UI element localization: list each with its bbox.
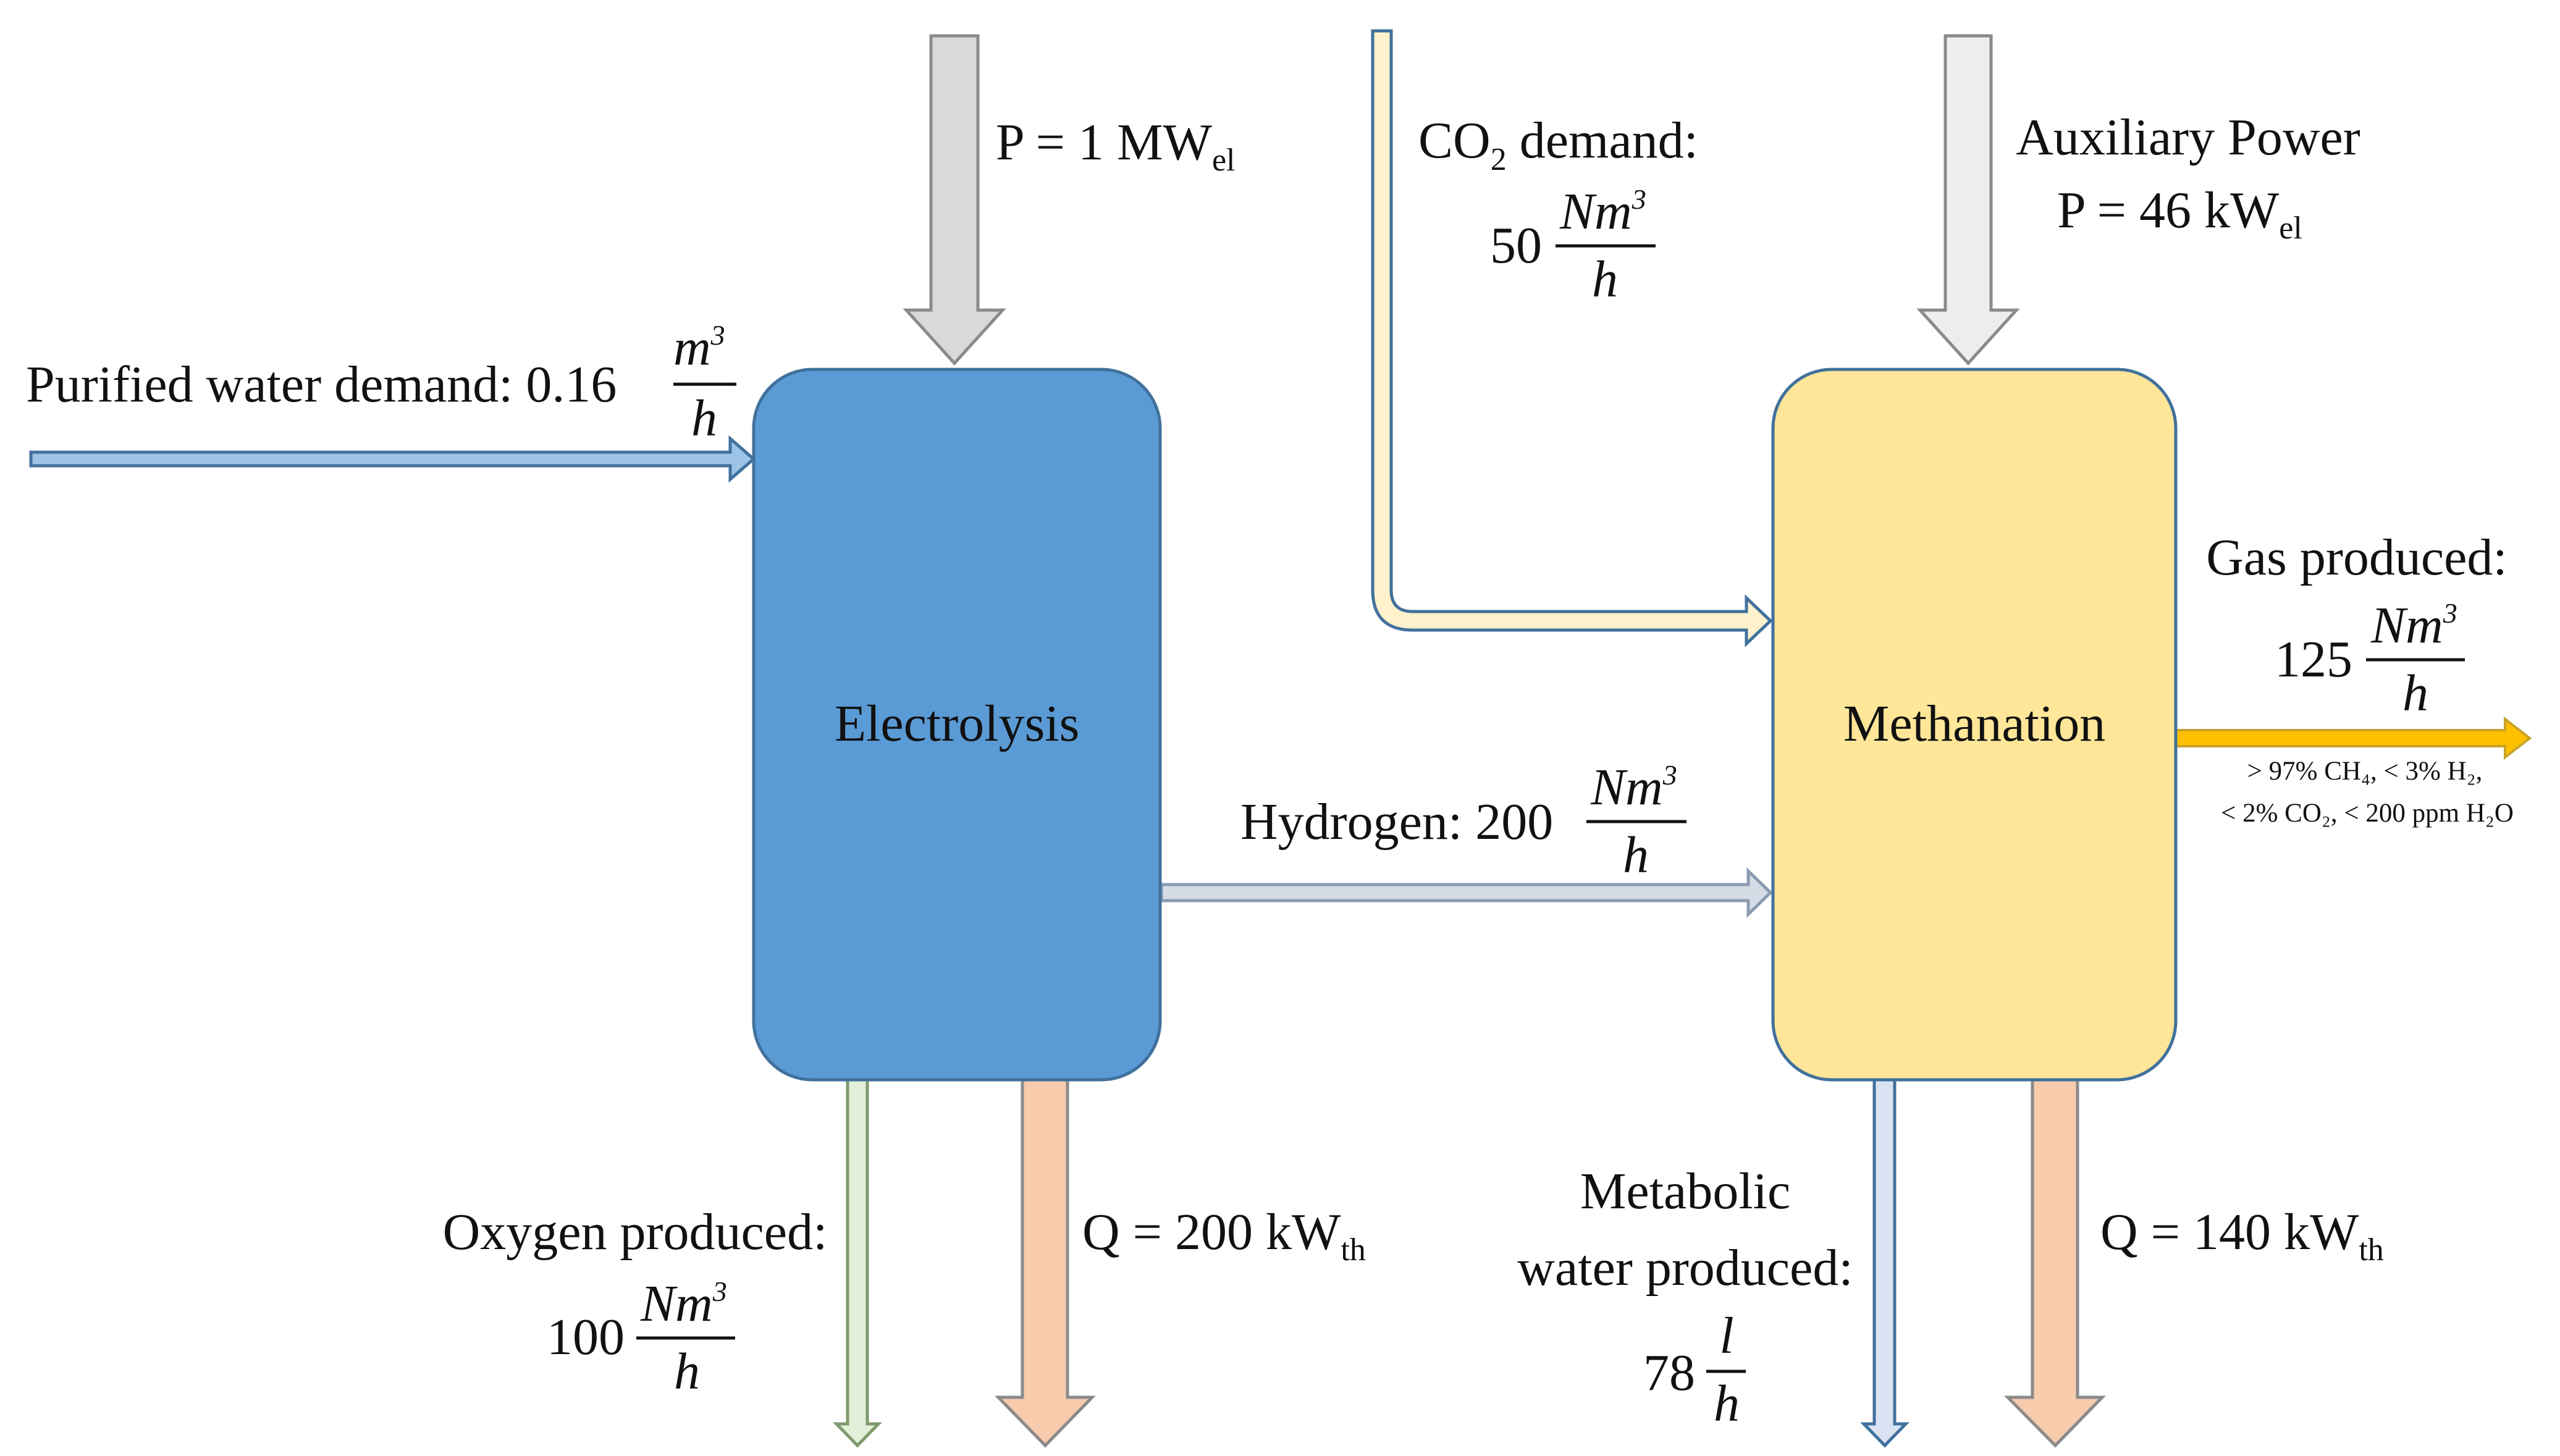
metabolic-unit-numerator: l (1719, 1307, 1733, 1365)
gas-produced-label: Gas produced: (2206, 529, 2507, 586)
power-input-arrow (903, 34, 1006, 366)
co2-unit-numerator: Nm3 (1559, 183, 1646, 240)
hydrogen-arrow (1160, 867, 1773, 918)
oxygen-unit-denominator: h (674, 1343, 700, 1400)
electrolysis-label: Electrolysis (835, 695, 1080, 752)
water-unit-numerator: m3 (673, 319, 725, 376)
electrolysis-block (752, 368, 1162, 1082)
auxiliary-power-arrow (1916, 34, 2020, 366)
heat-methanation-arrow (2004, 1078, 2106, 1448)
metabolic-water-arrow (1860, 1078, 1909, 1448)
co2-demand-label: CO2 demand: (1418, 112, 1698, 177)
oxygen-unit-numerator: Nm3 (640, 1275, 727, 1332)
gas-unit-denominator: h (2402, 665, 2428, 722)
water-unit-denominator: h (691, 390, 717, 447)
heat-methanation-label: Q = 140 kWth (2100, 1203, 2384, 1268)
metabolic-water-title: Metabolic (1580, 1163, 1791, 1220)
oxygen-value: 100 (547, 1308, 625, 1366)
co2-unit-denominator: h (1592, 251, 1618, 308)
water-input-arrow (29, 435, 756, 483)
gas-unit-numerator: Nm3 (2370, 597, 2457, 654)
gas-composition-line1: > 97% CH₄, < 3% H₂, (2247, 757, 2483, 786)
hydrogen-label: Hydrogen: 200 (1240, 793, 1553, 851)
heat-electrolysis-arrow (995, 1078, 1096, 1448)
metabolic-water-value: 78 (1643, 1344, 1695, 1402)
aux-power-title: Auxiliary Power (2016, 109, 2360, 166)
oxygen-output-arrow (833, 1078, 882, 1448)
methanation-label: Methanation (1843, 695, 2106, 752)
gas-output-arrow (2173, 716, 2532, 760)
oxygen-label: Oxygen produced: (443, 1203, 828, 1261)
co2-demand-value: 50 (1490, 217, 1542, 274)
hydrogen-unit-denominator: h (1623, 827, 1649, 884)
heat-electrolysis-label: Q = 200 kWth (1082, 1203, 1366, 1268)
aux-power-value: P = 46 kWel (2057, 182, 2302, 246)
power-input-label: P = 1 MWel (996, 114, 1235, 178)
methanation-block (1771, 368, 2178, 1082)
metabolic-unit-denominator: h (1714, 1375, 1740, 1433)
gas-composition-line2: < 2% CO₂, < 200 ppm H₂O (2221, 799, 2514, 828)
water-demand-label: Purified water demand: 0.16 (26, 356, 617, 413)
gas-produced-value: 125 (2275, 631, 2352, 688)
metabolic-water-subtitle: water produced: (1517, 1239, 1853, 1297)
co2-input-arrow (1371, 29, 1773, 647)
hydrogen-unit-numerator: Nm3 (1590, 759, 1677, 816)
